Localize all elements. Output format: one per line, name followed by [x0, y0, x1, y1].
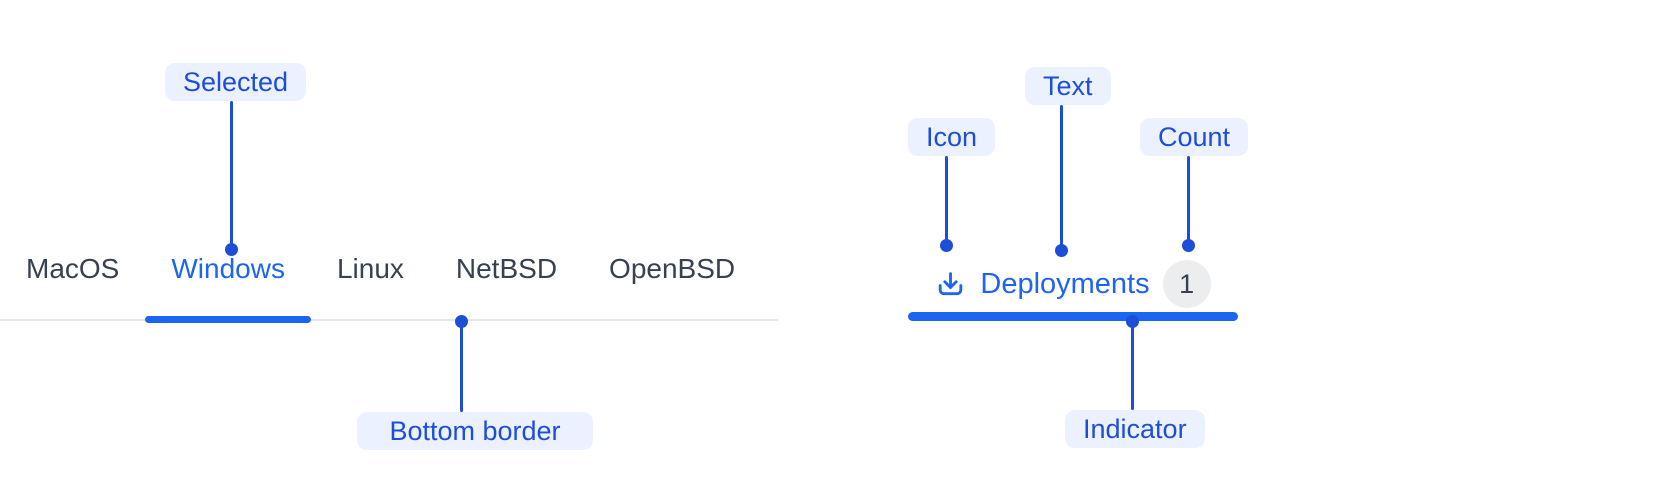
tab-windows[interactable]: Windows: [145, 240, 311, 323]
annotation-line-text: [1060, 105, 1063, 250]
tab-linux[interactable]: Linux: [336, 253, 404, 284]
annotation-line-bottom-border: [460, 322, 463, 412]
os-tabbar: MacOS Windows Linux NetBSD OpenBSD: [0, 240, 778, 323]
selected-tab-underline: [145, 316, 311, 323]
tab-indicator: [908, 312, 1238, 321]
tab-windows-label: Windows: [171, 253, 285, 284]
annotation-bottom-border: Bottom border: [357, 412, 593, 450]
annotation-icon: Icon: [908, 118, 996, 156]
download-icon: [939, 271, 963, 295]
annotation-dot-bottom-border: [455, 315, 468, 328]
annotation-line-selected: [230, 101, 233, 247]
deployments-tab-label: Deployments: [980, 267, 1150, 300]
annotation-dot-icon: [940, 239, 953, 252]
tab-openbsd[interactable]: OpenBSD: [609, 253, 736, 284]
annotation-line-icon: [945, 156, 948, 245]
tab-macos[interactable]: MacOS: [26, 253, 120, 284]
annotation-line-count: [1187, 156, 1190, 245]
annotation-text: Text: [1025, 67, 1111, 105]
annotation-dot-count: [1182, 239, 1195, 252]
count-badge: 1: [1162, 260, 1211, 308]
annotation-dot-selected: [225, 243, 238, 256]
annotation-count: Count: [1140, 118, 1249, 156]
annotation-indicator: Indicator: [1065, 410, 1205, 448]
annotation-line-indicator: [1131, 324, 1134, 410]
tab-netbsd[interactable]: NetBSD: [455, 253, 558, 284]
deployments-tab[interactable]: Deployments 1: [908, 256, 1238, 312]
annotation-selected: Selected: [165, 63, 307, 101]
annotation-dot-text: [1055, 244, 1068, 257]
annotation-dot-indicator: [1126, 315, 1139, 328]
